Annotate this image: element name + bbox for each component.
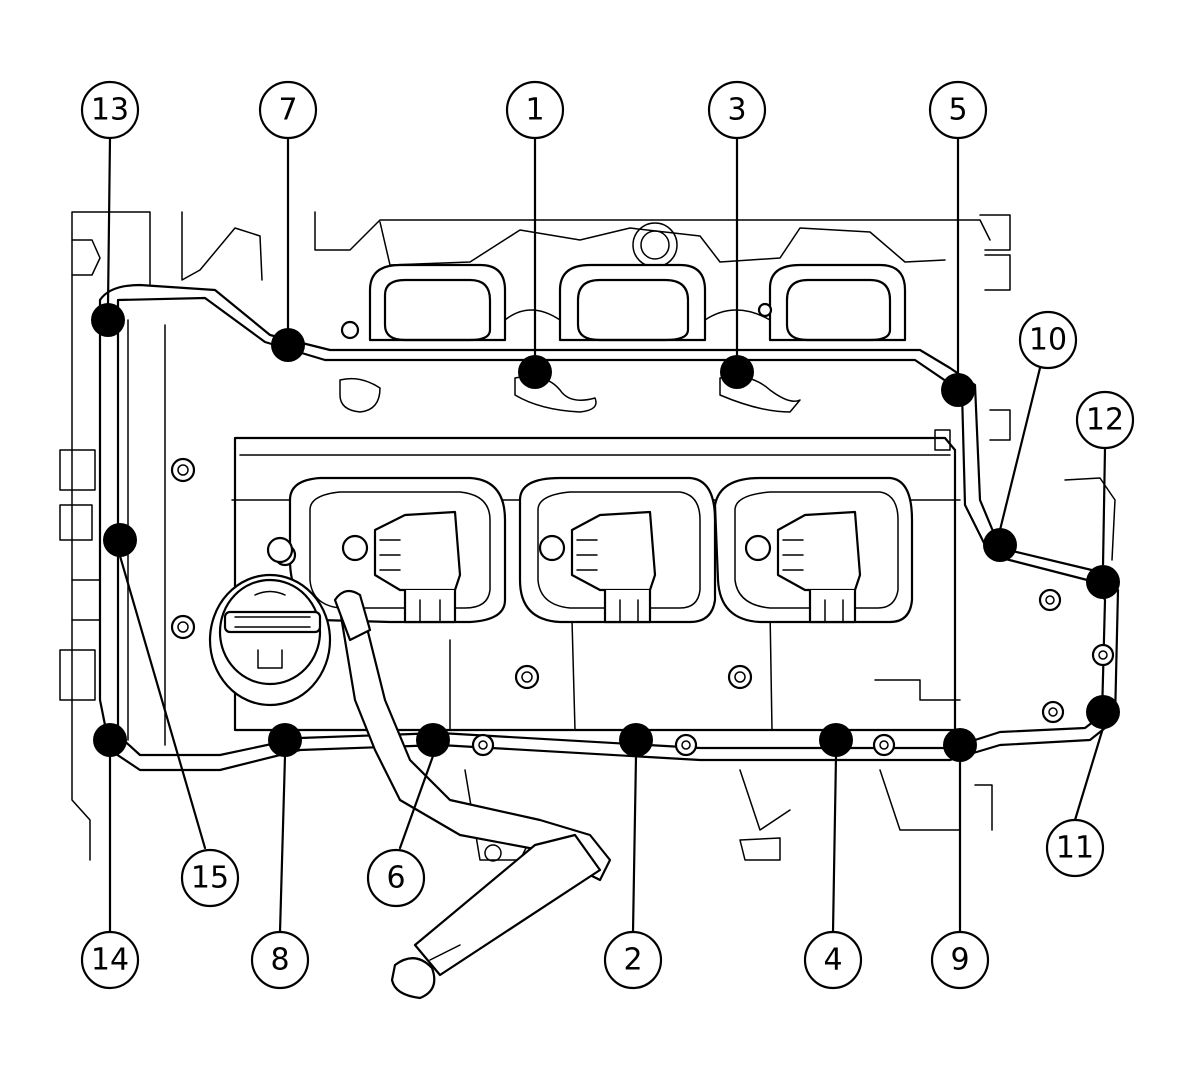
bolt-head-icon — [518, 355, 552, 389]
svg-text:7: 7 — [278, 93, 297, 128]
leader-lines — [106, 136, 1107, 934]
svg-text:9: 9 — [950, 943, 969, 978]
engine-background-structure — [59, 211, 1116, 862]
coil-well-2 — [518, 476, 717, 624]
bolt-head-icon — [103, 523, 137, 557]
pcv-hose — [333, 589, 612, 1000]
callout-5: 5 — [928, 80, 988, 140]
callout-4: 4 — [803, 930, 863, 990]
ignition-coil-icon — [776, 510, 862, 592]
callout-10: 10 — [1018, 310, 1078, 370]
callout-14: 14 — [80, 930, 140, 990]
bolt-head-icon — [941, 373, 975, 407]
bolt-head-icon — [943, 728, 977, 762]
bolt-head-icon — [416, 723, 450, 757]
svg-text:5: 5 — [948, 93, 967, 128]
svg-text:12: 12 — [1086, 403, 1124, 438]
callout-6: 6 — [366, 848, 426, 908]
secondary-bolts — [170, 302, 1115, 757]
callout-13: 13 — [80, 80, 140, 140]
callouts: 1 2 3 4 5 6 7 8 — [80, 80, 1135, 990]
callout-7: 7 — [258, 80, 318, 140]
svg-text:2: 2 — [623, 943, 642, 978]
bolt-head-icon — [271, 328, 305, 362]
coil-well-1 — [288, 476, 507, 624]
exhaust-port-flanges — [368, 263, 907, 342]
bolt-head-icon — [93, 723, 127, 757]
callout-1: 1 — [505, 80, 565, 140]
ignition-coil-icon — [373, 510, 462, 592]
coil-well-3 — [713, 476, 914, 624]
svg-text:6: 6 — [386, 861, 405, 896]
callout-2: 2 — [603, 930, 663, 990]
ignition-coil-icon — [570, 510, 657, 592]
callout-11: 11 — [1045, 818, 1105, 878]
numbered-bolts — [91, 303, 1120, 762]
svg-text:3: 3 — [727, 93, 746, 128]
bolt-head-icon — [983, 528, 1017, 562]
callout-3: 3 — [707, 80, 767, 140]
callout-8: 8 — [250, 930, 310, 990]
ignition-coils — [288, 476, 914, 624]
svg-text:13: 13 — [91, 93, 129, 128]
callout-12: 12 — [1075, 390, 1135, 450]
svg-text:1: 1 — [525, 93, 544, 128]
bolt-head-icon — [91, 303, 125, 337]
bolt-head-icon — [720, 355, 754, 389]
bolt-head-icon — [1086, 695, 1120, 729]
svg-text:15: 15 — [191, 861, 229, 896]
svg-text:8: 8 — [270, 943, 289, 978]
svg-text:11: 11 — [1056, 831, 1094, 866]
svg-text:14: 14 — [91, 943, 129, 978]
bolt-head-icon — [1086, 565, 1120, 599]
svg-text:10: 10 — [1029, 323, 1067, 358]
callout-15: 15 — [180, 848, 240, 908]
svg-text:4: 4 — [823, 943, 842, 978]
oil-filler-cap — [208, 543, 332, 707]
bolt-head-icon — [619, 723, 653, 757]
bolt-head-icon — [268, 723, 302, 757]
callout-9: 9 — [930, 930, 990, 990]
bolt-head-icon — [819, 723, 853, 757]
